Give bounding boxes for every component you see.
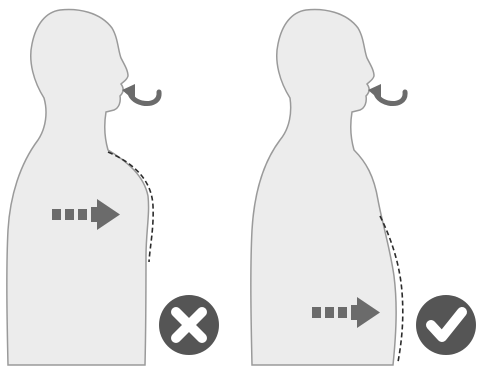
panel-belly-breathing — [251, 10, 476, 365]
panel-chest-breathing — [7, 10, 219, 365]
torso-silhouette-left — [7, 10, 149, 365]
breath-in-arrow-left — [122, 84, 159, 104]
breath-in-arrow-right — [368, 84, 405, 104]
x-mark-icon — [159, 295, 219, 355]
check-mark-icon — [416, 295, 476, 355]
